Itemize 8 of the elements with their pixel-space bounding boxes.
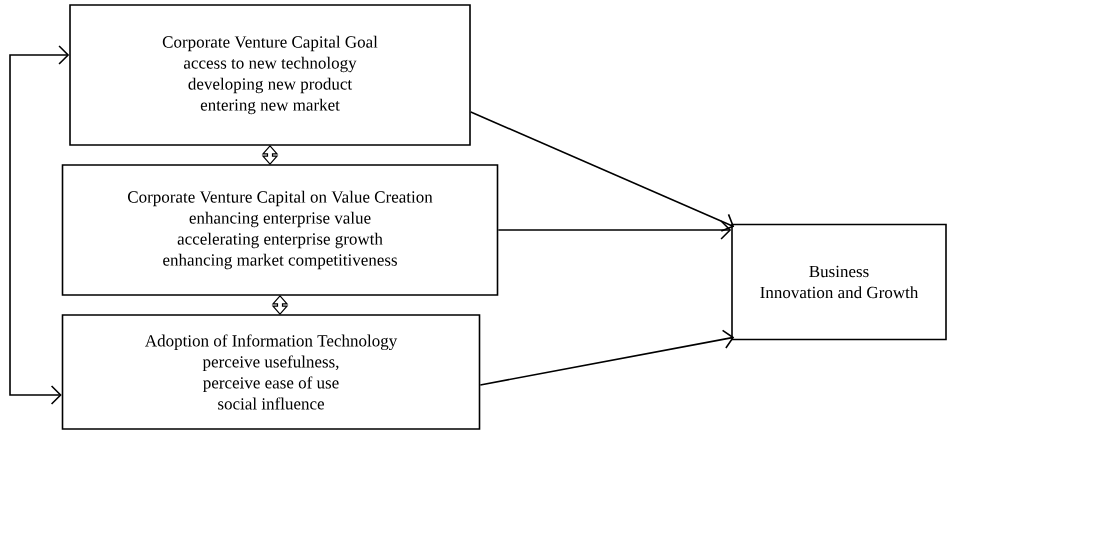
arrow [9,45,70,405]
text-box: Business Innovation and Growth [731,223,947,341]
text-box: Corporate Venture Capital on Value Creation enhancing enterprise value accelerating enterprise growth enhancing market competitiveness [61,164,499,296]
arrow [470,111,735,232]
arrow [479,329,735,386]
text-box: Adoption of Information Technology perceive usefulness, perceive ease of use social influence [61,314,481,430]
arrow [497,220,732,240]
text-box: Corporate Venture Capital Goal access to new technology developing new product entering new market [69,4,471,146]
